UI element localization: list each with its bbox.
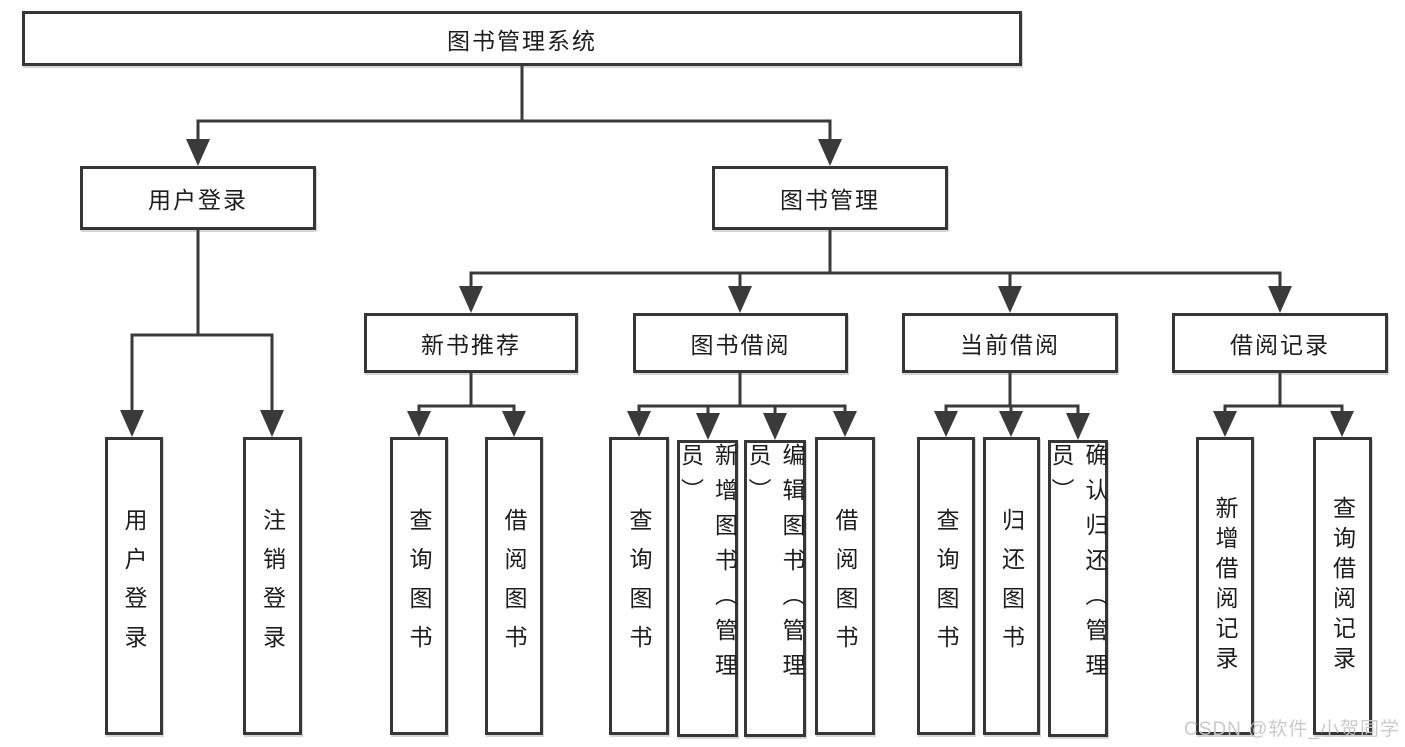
node-leaf-br-query-record: 查询借阅记录: [1313, 437, 1372, 735]
arrowhead-book-borrowing: [728, 286, 752, 313]
csdn-watermark: CSDN @软件_小贺同学: [1184, 719, 1400, 740]
node-current-borrowing: 当前借阅: [902, 313, 1118, 373]
node-leaf-cb-query-books: 查询图书: [917, 437, 975, 735]
arrowhead-br-add: [1213, 411, 1237, 437]
node-leaf-cb-confirm-return-admin: 确认归还（管理员）: [1048, 440, 1108, 737]
node-leaf-cb-return-books: 归还图书: [983, 437, 1040, 735]
arrowhead-ul-logout: [260, 410, 284, 437]
arrowhead-new-book-recommend: [459, 286, 483, 313]
arrowhead-ul-user-login: [120, 410, 144, 437]
arrowhead-bb-add: [696, 413, 720, 440]
arrowhead-book-management: [818, 139, 842, 166]
arrowhead-user-login: [186, 139, 210, 166]
node-leaf-bb-borrow-books: 借阅图书: [815, 437, 875, 735]
arrowhead-nb-query: [407, 411, 431, 437]
arrowhead-bb-query: [627, 411, 651, 437]
arrowhead-nb-borrow: [502, 411, 526, 437]
node-leaf-nb-query-books: 查询图书: [390, 437, 448, 735]
arrowhead-cb-confirm: [1066, 413, 1090, 440]
arrowhead-borrowing-records: [1268, 286, 1292, 313]
node-leaf-br-add-record: 新增借阅记录: [1196, 437, 1254, 735]
node-leaf-user-login: 用户登录: [105, 437, 163, 735]
node-borrowing-records: 借阅记录: [1172, 313, 1388, 373]
node-book-borrowing: 图书借阅: [633, 313, 848, 373]
node-new-book-recommend: 新书推荐: [364, 313, 578, 373]
node-leaf-logout: 注销登录: [243, 437, 302, 735]
node-user-login: 用户登录: [80, 166, 316, 230]
node-leaf-bb-query-books: 查询图书: [609, 437, 669, 735]
node-book-management: 图书管理: [712, 166, 948, 230]
node-leaf-bb-add-books-admin: 新增图书（管理员）: [677, 440, 738, 737]
node-leaf-nb-borrow-books: 借阅图书: [485, 437, 543, 735]
arrowhead-bb-borrow: [833, 411, 857, 437]
arrowhead-cb-query: [934, 411, 958, 437]
node-root: 图书管理系统: [22, 11, 1022, 66]
arrowhead-current-borrowing: [998, 286, 1022, 313]
node-leaf-bb-edit-books-admin: 编辑图书（管理员）: [744, 440, 806, 737]
arrowhead-bb-edit: [763, 413, 787, 440]
arrowhead-br-query: [1330, 411, 1354, 437]
arrowhead-cb-return: [999, 411, 1023, 437]
